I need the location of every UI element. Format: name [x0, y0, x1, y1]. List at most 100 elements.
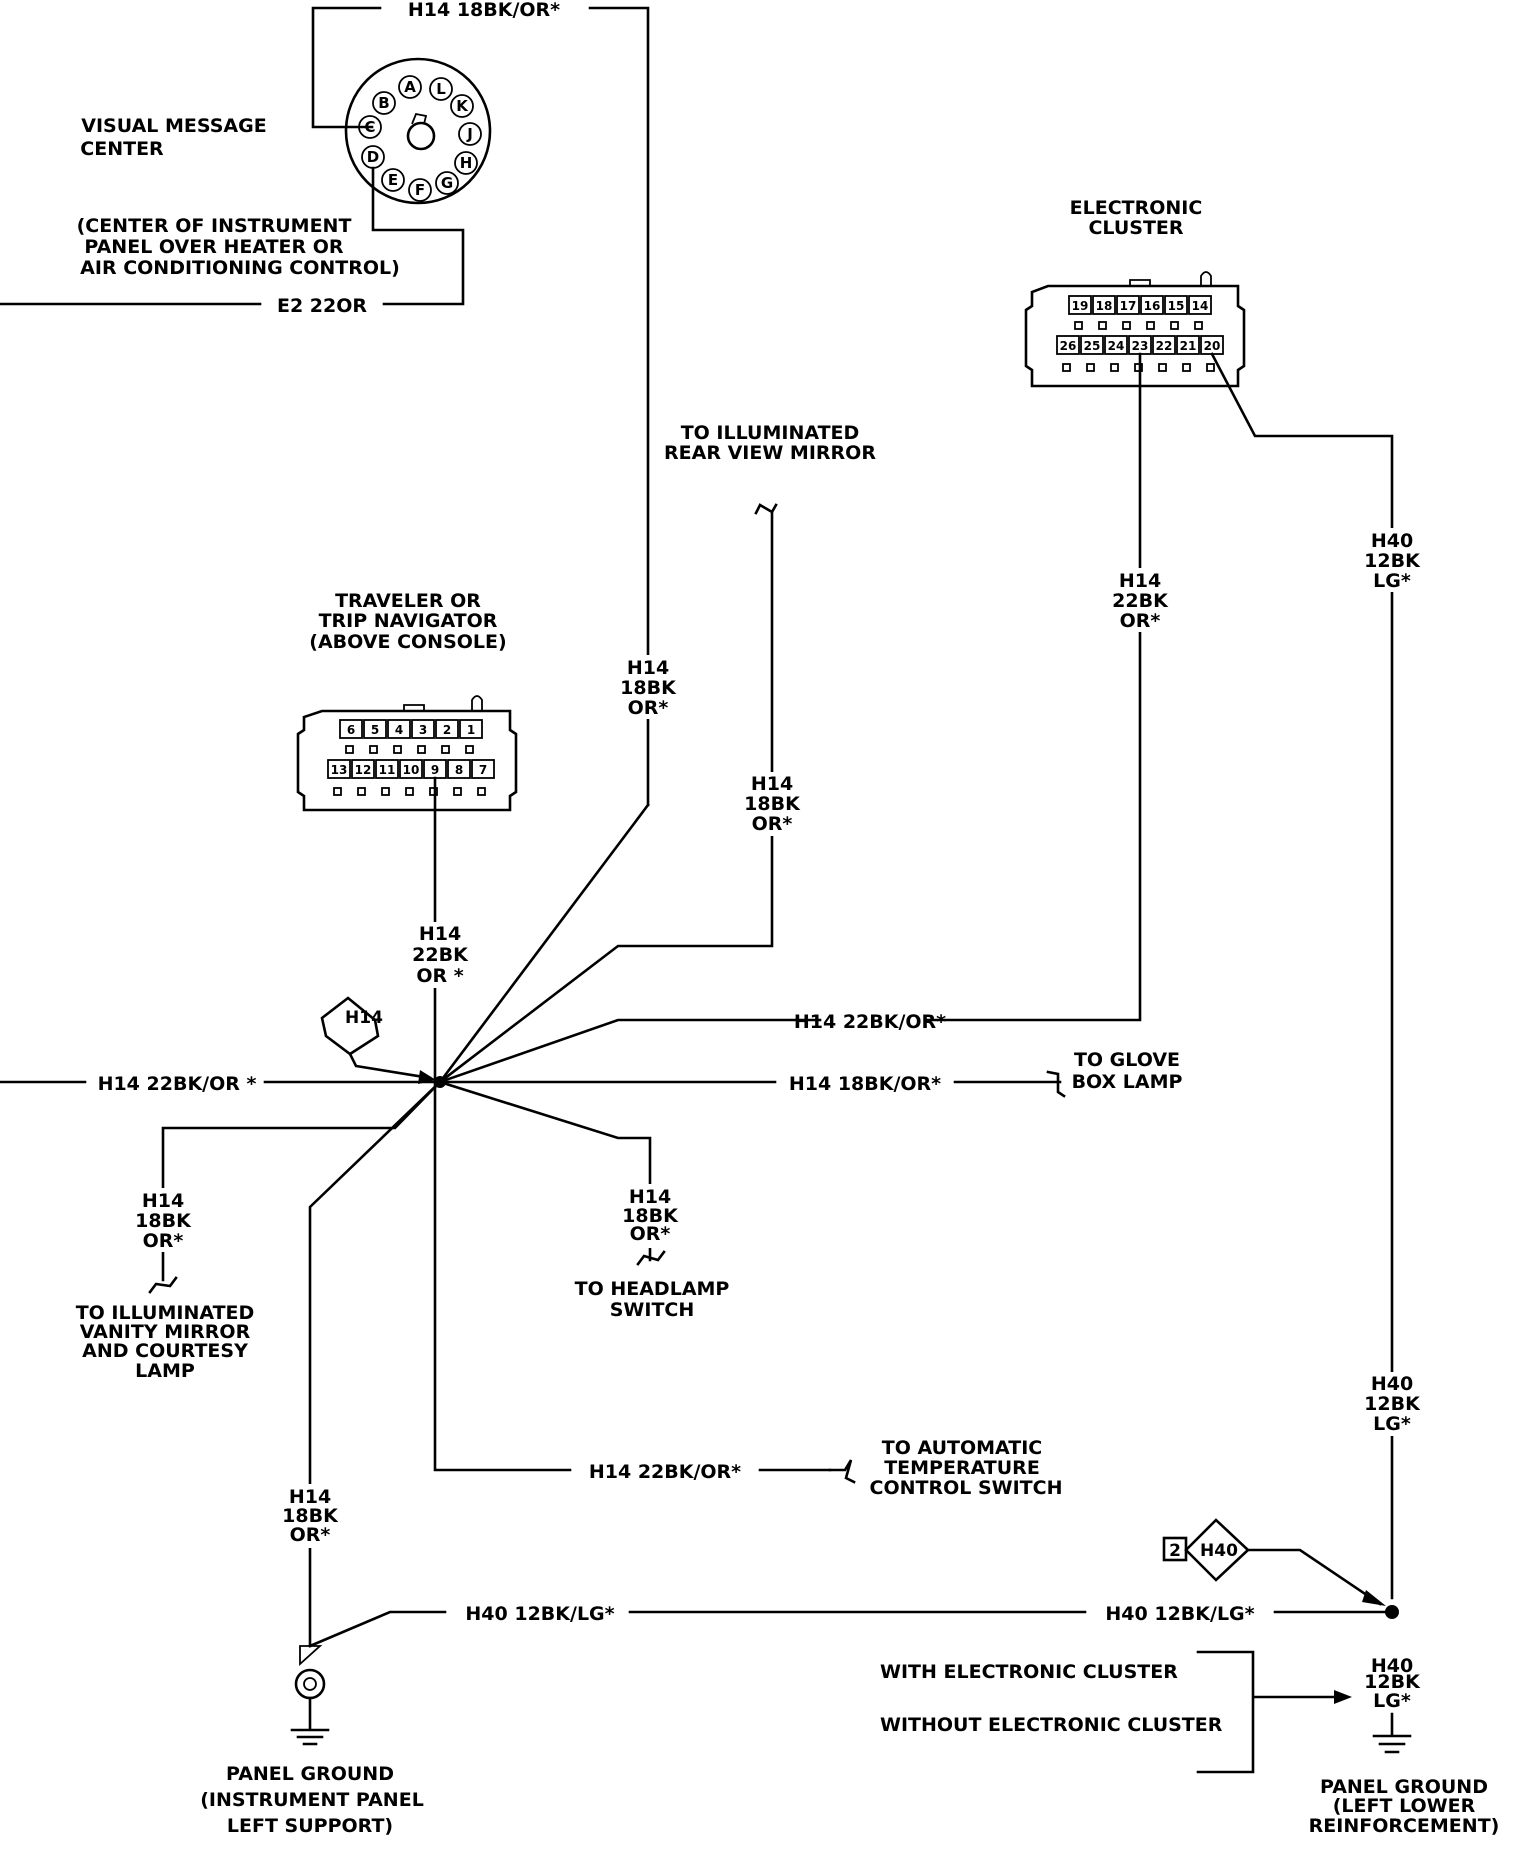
dest-vanity-line3: AND COURTESY — [82, 1340, 248, 1362]
wire-vmc-e2 — [0, 166, 465, 306]
wire-h40-upper-line2: 12BK — [1364, 550, 1421, 572]
wire-vanity-line3: OR* — [143, 1230, 184, 1252]
traveler-top-pins: 6 5 4 3 2 1 — [339, 719, 483, 739]
cluster-pin-21: 21 — [1180, 339, 1197, 353]
wire-v18-line1: H14 — [627, 657, 669, 679]
wire-h40-upper-label: H40 12BK LG* — [1362, 528, 1422, 592]
wire-left-ground — [308, 1080, 442, 1648]
dest-headlamp-line2: SWITCH — [610, 1299, 695, 1321]
wire-left-main-label: H14 22BK/OR * — [98, 1073, 257, 1095]
wire-headlamp-line3: OR* — [630, 1223, 671, 1245]
traveler-trip-navigator: TRAVELER OR TRIP NAVIGATOR (ABOVE CONSOL… — [296, 590, 518, 812]
cluster-pin-23: 23 — [1132, 339, 1149, 353]
rear-mirror-connector — [754, 503, 778, 515]
cluster-pin-22: 22 — [1156, 339, 1173, 353]
dest-vanity-line1: TO ILLUMINATED — [76, 1302, 255, 1324]
wire-h40-mid-line3: LG* — [1373, 1413, 1411, 1435]
wire-h40-mid-label: H40 12BK LG* — [1362, 1372, 1422, 1436]
vmc-pin-e: E — [388, 171, 398, 189]
wire-traveler-line1: H14 — [419, 923, 461, 945]
ground-left-line2: (INSTRUMENT PANEL — [200, 1789, 424, 1811]
traveler-pin-5: 5 — [371, 723, 379, 737]
wire-h40-low-line3: LG* — [1373, 1690, 1411, 1712]
traveler-bottom-pins: 13 12 11 10 9 8 7 — [327, 759, 495, 779]
wire-h40-bottom-right-label: H40 12BK/LG* — [1105, 1603, 1254, 1625]
splice-h40-label: H40 — [1200, 1541, 1238, 1561]
wire-v18-label: H14 18BK OR* — [618, 655, 678, 719]
cluster-top-pins: 19 18 17 16 15 14 — [1068, 295, 1212, 315]
splice-h40: 2 H40 — [1162, 1518, 1399, 1619]
traveler-pin-2: 2 — [443, 723, 451, 737]
cluster-pin-24: 24 — [1108, 339, 1125, 353]
cluster-pin-15: 15 — [1168, 299, 1185, 313]
wire-traveler-line2: 22BK — [412, 944, 469, 966]
cluster-title-line1: ELECTRONIC — [1070, 197, 1203, 219]
wire-temp-control-label: H14 22BK/OR* — [589, 1461, 741, 1483]
wire-h40-low-line1: H40 — [1371, 1655, 1413, 1677]
wire-h40-upper-line3: LG* — [1373, 570, 1411, 592]
ground-right-line2: (LEFT LOWER — [1333, 1795, 1476, 1817]
vmc-center-key — [406, 121, 436, 151]
ground-left-line3: LEFT SUPPORT) — [227, 1815, 393, 1837]
wire-vmc-top-label: H14 18BK/OR* — [408, 0, 560, 21]
wire-v18-line2: 18BK — [620, 677, 677, 699]
dest-glove-line1: TO GLOVE — [1074, 1049, 1180, 1071]
traveler-base-marks — [333, 787, 486, 796]
cluster-pin-18: 18 — [1096, 299, 1113, 313]
vmc-location-line3: AIR CONDITIONING CONTROL) — [80, 257, 400, 279]
cluster-pin-17: 17 — [1120, 299, 1137, 313]
dest-temp-line1: TO AUTOMATIC — [882, 1437, 1043, 1459]
traveler-pin-6: 6 — [347, 723, 355, 737]
wire-mirror-line3: OR* — [752, 813, 793, 835]
wire-vmc-top — [311, 6, 650, 807]
dest-temp-line2: TEMPERATURE — [884, 1457, 1040, 1479]
wire-ground-left-line3: OR* — [290, 1524, 331, 1546]
traveler-pin-11: 11 — [379, 763, 396, 777]
vmc-pin-labels: A B C D E F G H J K L — [358, 75, 482, 202]
wire-mirror-line1: H14 — [751, 773, 793, 795]
wire-h40-low-label: H40 12BK LG* — [1362, 1655, 1422, 1714]
vmc-pin-b: B — [378, 94, 389, 112]
wire-headlamp-line1: H14 — [629, 1186, 671, 1208]
cluster-pin-20: 20 — [1204, 339, 1221, 353]
wire-h40-bottom-left-label: H40 12BK/LG* — [465, 1603, 614, 1625]
ground-left-symbol — [290, 1645, 330, 1746]
dest-headlamp-line1: TO HEADLAMP — [575, 1278, 730, 1300]
dest-vanity-line2: VANITY MIRROR — [80, 1321, 251, 1343]
wire-h40-bottom — [308, 1610, 1394, 1648]
wire-h40-mid-line2: 12BK — [1364, 1393, 1421, 1415]
traveler-mid-marks — [345, 745, 474, 754]
vmc-pin-l: L — [436, 80, 446, 98]
cluster-pin-26: 26 — [1060, 339, 1077, 353]
option-bracket — [1196, 1650, 1342, 1774]
wire-vanity-line1: H14 — [142, 1190, 184, 1212]
visual-message-center: A B C D E F G H J K L VISUAL MESSAGE CEN… — [77, 57, 492, 279]
dest-temp-line3: CONTROL SWITCH — [870, 1477, 1063, 1499]
ground-left-line1: PANEL GROUND — [226, 1763, 394, 1785]
dest-rear-mirror-line2: REAR VIEW MIRROR — [664, 442, 876, 464]
wire-traveler-9 — [433, 776, 832, 1472]
wire-h40-upper-line1: H40 — [1371, 530, 1413, 552]
wire-headlamp-line2: 18BK — [622, 1205, 679, 1227]
splice-h14: H14 — [320, 996, 446, 1088]
cluster-mid-marks — [1074, 321, 1203, 330]
electronic-cluster: ELECTRONIC CLUSTER 19 18 17 16 15 14 26 … — [1024, 197, 1246, 388]
splice-h14-label: H14 — [345, 1008, 383, 1028]
splice-h40-ref: 2 — [1169, 1541, 1181, 1561]
traveler-pin-8: 8 — [455, 763, 463, 777]
wire-cluster-20-h40 — [1210, 352, 1394, 1600]
dest-rear-mirror-line1: TO ILLUMINATED — [681, 422, 860, 444]
wire-cluster-horizontal-label: H14 22BK/OR* — [794, 1011, 946, 1033]
traveler-pin-4: 4 — [395, 723, 403, 737]
vmc-pin-k: K — [456, 97, 469, 115]
wire-ground-left-label: H14 18BK OR* — [280, 1484, 340, 1548]
vanity-connector — [148, 1276, 178, 1294]
wire-glove-box-label: H14 18BK/OR* — [789, 1073, 941, 1095]
traveler-housing — [296, 709, 518, 812]
wire-h40-mid-line1: H40 — [1371, 1373, 1413, 1395]
wire-vanity-line2: 18BK — [135, 1210, 192, 1232]
wire-v18-diag — [438, 803, 650, 1084]
splice-h40-node — [1385, 1605, 1399, 1619]
traveler-pin-3: 3 — [419, 723, 427, 737]
